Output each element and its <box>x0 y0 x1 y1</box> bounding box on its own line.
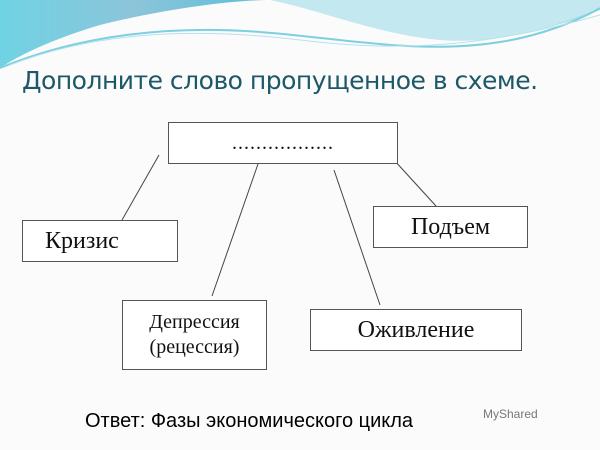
node-crisis: Кризис <box>22 220 178 262</box>
node-crisis-label: Кризис <box>45 227 119 254</box>
slide-title: Дополните слово пропущенное в схеме. <box>22 66 538 95</box>
node-boom: Подъем <box>373 206 528 248</box>
connector-revival <box>333 169 381 306</box>
connector-depression <box>211 163 259 297</box>
connector-boom <box>393 159 437 207</box>
node-depression-label: Депрессия <box>149 311 240 333</box>
watermark: MyShared <box>483 407 538 421</box>
connector-crisis <box>121 154 160 221</box>
node-revival: Оживление <box>310 309 522 351</box>
node-boom-label: Подъем <box>410 213 491 240</box>
root-node-blank: ................. <box>168 122 398 164</box>
answer-text: Ответ: Фазы экономического цикла <box>85 410 414 432</box>
root-node-text: ................. <box>232 131 334 154</box>
node-revival-label: Оживление <box>357 316 475 343</box>
node-depression-sublabel: (рецессия) <box>149 336 240 358</box>
node-depression: Депрессия (рецессия) <box>122 300 267 370</box>
